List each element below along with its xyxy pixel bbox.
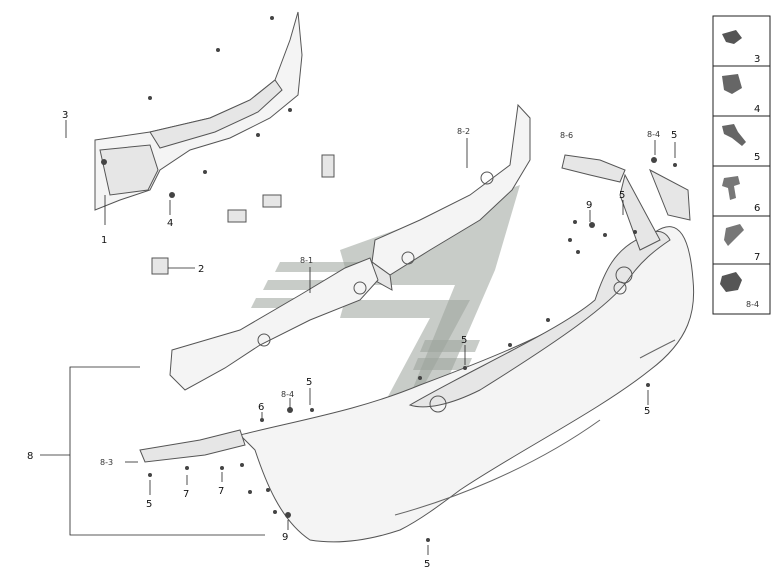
callout-3: 3 <box>62 110 68 121</box>
callout-8: 8 <box>27 451 33 462</box>
spring-clip-icon <box>722 74 742 94</box>
callout-7-b: 7 <box>218 486 224 497</box>
part-8-2-absorber <box>371 103 531 291</box>
pad-b <box>262 194 282 208</box>
legend-item-6: 6 <box>722 176 760 214</box>
part-8-1-absorber <box>169 257 379 391</box>
callout-8-6: 8-6 <box>560 131 573 140</box>
callout-5-lower: 5 <box>306 377 312 388</box>
callout-5-bottom-left: 5 <box>146 499 152 510</box>
callout-9-top: 9 <box>586 200 592 211</box>
callout-1: 1 <box>101 235 107 246</box>
callout-4: 4 <box>167 218 173 229</box>
callout-8-2: 8-2 <box>457 127 470 136</box>
part-1-bracket <box>94 11 303 225</box>
group-8-bracket <box>40 366 265 536</box>
pad-c <box>227 209 247 223</box>
bolt-icon <box>722 124 746 146</box>
legend-item-5: 5 <box>722 124 760 163</box>
callout-5-top: 5 <box>671 130 677 141</box>
callout-5-upper: 5 <box>619 190 625 201</box>
legend-item-7: 7 <box>724 224 760 263</box>
svg-text:3: 3 <box>754 54 760 65</box>
callout-leaders <box>65 120 676 555</box>
pad-part-2 <box>151 257 169 275</box>
callout-6: 6 <box>258 402 264 413</box>
pin-clip-icon <box>724 224 744 246</box>
callout-2: 2 <box>198 264 204 275</box>
callout-5-bottom-center: 5 <box>424 559 430 570</box>
callout-7-a: 7 <box>183 489 189 500</box>
nut-clip-icon <box>720 272 742 292</box>
callout-8-4-lower: 8-4 <box>281 390 294 399</box>
svg-text:8-4: 8-4 <box>746 300 759 309</box>
legend-item-4: 4 <box>722 74 760 115</box>
part-8-bumper-cover <box>239 168 695 543</box>
callout-5-middle: 5 <box>461 335 467 346</box>
fastener-legend: 3 4 5 6 7 8-4 <box>712 15 771 315</box>
pad-a <box>321 154 335 178</box>
callout-8-3: 8-3 <box>100 458 113 467</box>
svg-text:4: 4 <box>754 104 760 115</box>
part-8-6-bracket <box>561 154 626 183</box>
callout-labels: 1 2 3 4 5 5 5 5 5 6 7 7 8 8-1 8-2 8-3 8-… <box>27 110 677 570</box>
svg-text:7: 7 <box>754 252 760 263</box>
legend-item-3: 3 <box>722 30 760 65</box>
callout-8-1: 8-1 <box>300 256 313 265</box>
part-8-3-bracket <box>139 429 246 463</box>
callout-8-4-top: 8-4 <box>647 130 660 139</box>
callout-9-bottom: 9 <box>282 532 288 543</box>
push-rivet-icon <box>722 176 740 200</box>
screw-clip-icon <box>722 30 742 44</box>
fasteners <box>148 157 677 542</box>
svg-text:5: 5 <box>754 152 760 163</box>
legend-item-8-4: 8-4 <box>720 272 759 309</box>
svg-text:6: 6 <box>754 203 760 214</box>
callout-5-right: 5 <box>644 406 650 417</box>
pads <box>151 154 335 275</box>
